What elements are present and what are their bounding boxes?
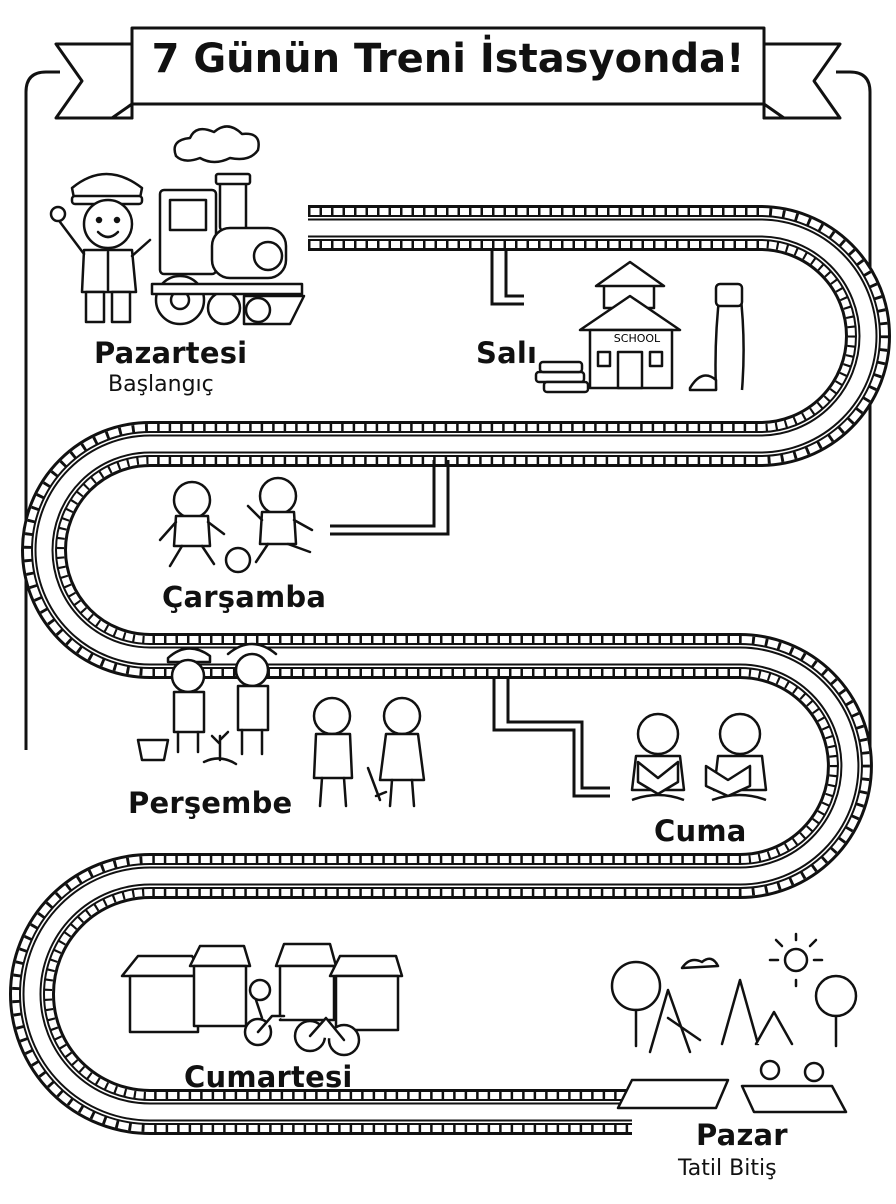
day-label-carsamba: Çarşamba [162,580,327,614]
day-label-persembe: Perşembe [128,786,293,820]
gardening-kids-illustration [136,642,426,808]
day-label-sali: Salı [476,336,538,370]
day-label-pazar: Pazar [696,1118,788,1152]
park-picnic-illustration [610,932,858,1114]
maze-paths [330,248,610,798]
title-banner [54,26,842,120]
school-building-icon [534,260,745,394]
reading-kids-illustration [630,712,768,802]
day-label-cumartesi: Cumartesi [184,1060,353,1094]
market-stalls-illustration [120,942,404,1057]
day-subtitle-pazartesi: Başlangıç [108,372,214,397]
school-sign: SCHOOL [614,332,661,345]
railway-track [9,205,891,1135]
day-label-cuma: Cuma [654,814,747,848]
page-title: 7 Günün Treni İstasyonda! [151,36,745,82]
football-kids-illustration [158,476,314,574]
day-label-pazartesi: Pazartesi [94,336,248,370]
day-subtitle-pazar: Tatil Bitiş [678,1156,777,1181]
steam-train-icon [150,125,306,326]
track-layer [24,220,876,1120]
conductor-illustration [49,172,152,324]
page-frame [24,70,872,750]
